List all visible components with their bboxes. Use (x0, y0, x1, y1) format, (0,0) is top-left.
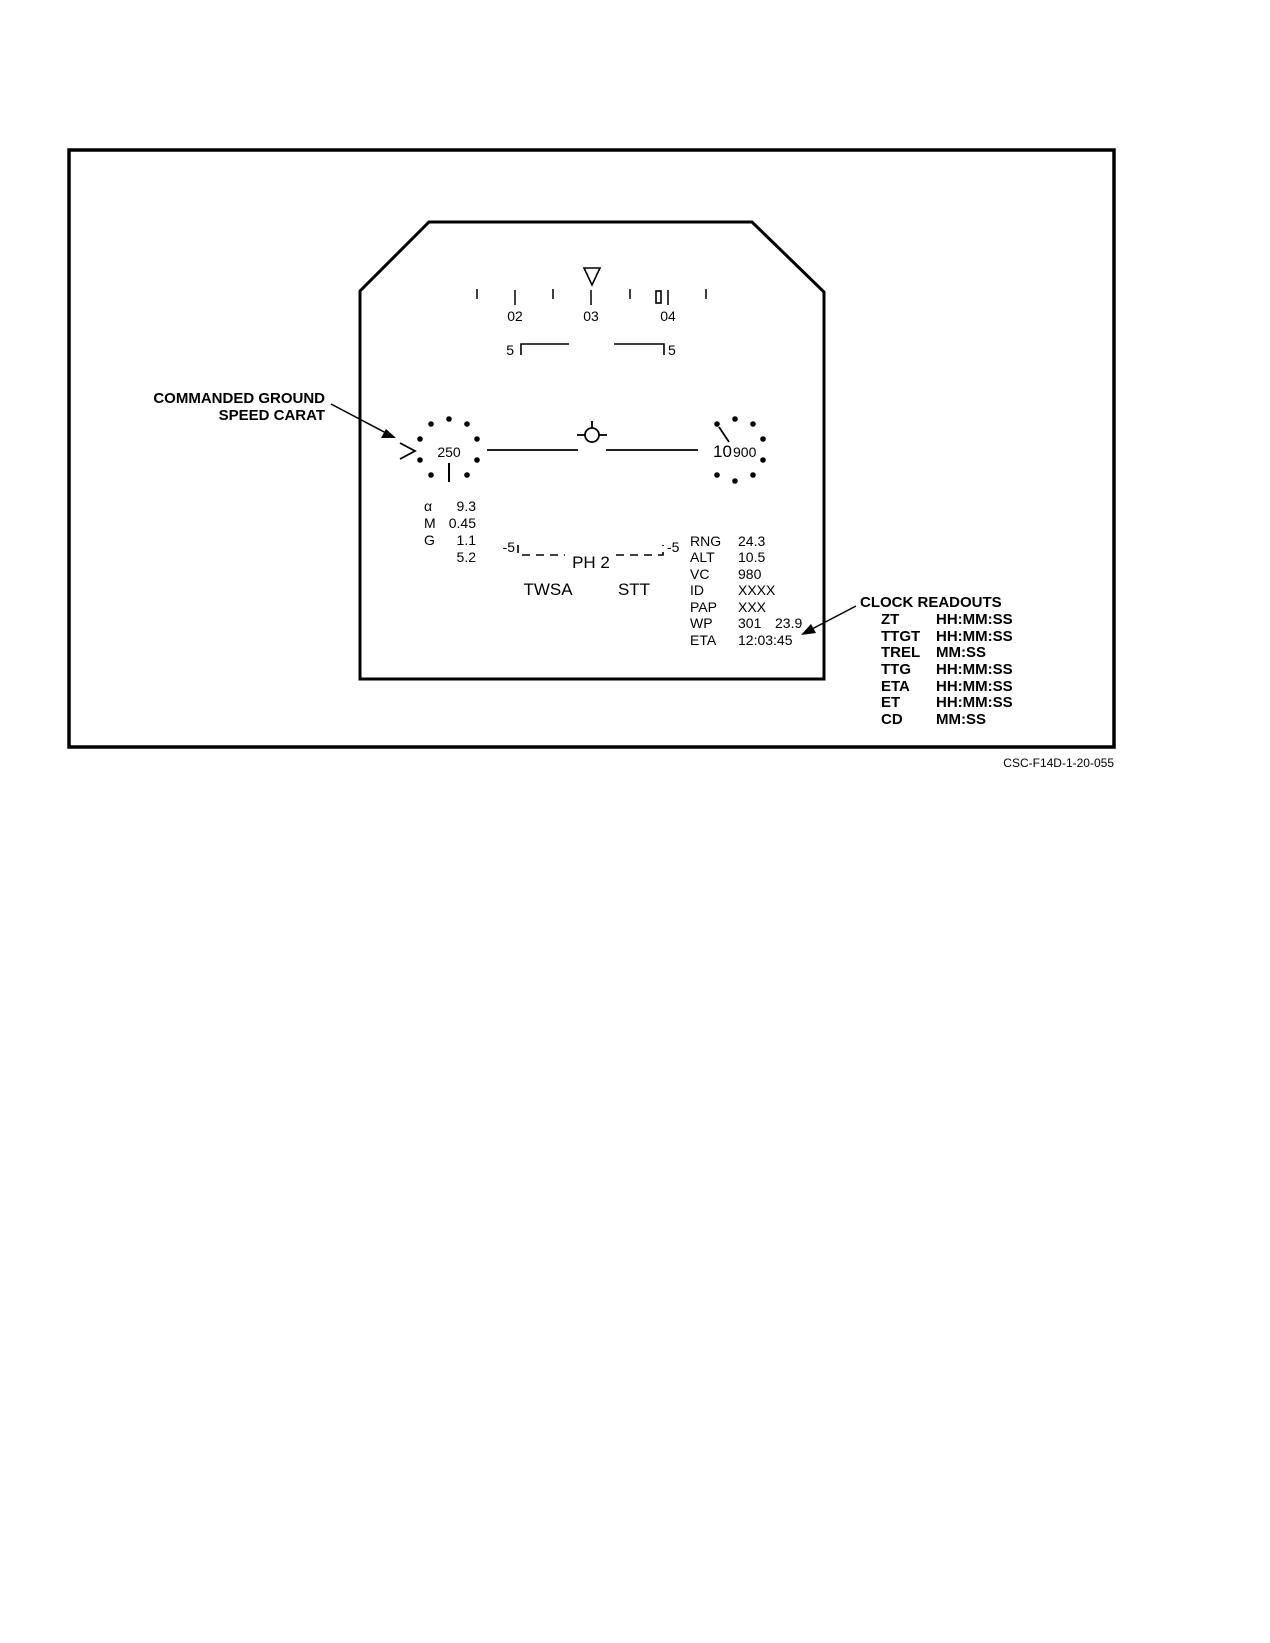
hud-display-outline (358, 220, 826, 681)
target-value-2: 23.9 (775, 615, 802, 631)
target-label: WP (690, 615, 713, 631)
heading-label: 03 (583, 308, 599, 324)
dashed-pitch-line-right (616, 545, 664, 556)
target-data: RNG 24.3 ALT 10.5 VC 980 ID XXXX PAP XXX… (690, 533, 802, 648)
param-value: 1.1 (457, 532, 477, 548)
dial-dot (464, 421, 470, 427)
target-value: 12:03:45 (738, 632, 793, 648)
clock-callout: CLOCK READOUTS (801, 594, 1002, 635)
target-value: 980 (738, 566, 762, 582)
carat-callout: COMMANDED GROUND SPEED CARAT (153, 390, 396, 438)
figure-id: CSC-F14D-1-20-055 (1003, 756, 1114, 770)
param-label: M (424, 515, 436, 531)
clock-label: ETA (881, 678, 910, 695)
target-label: VC (690, 566, 709, 582)
pitch-label-left: -5 (503, 539, 516, 555)
target-value: 10.5 (738, 549, 765, 565)
dial-dot (474, 457, 480, 463)
mode-label-left: TWSA (523, 580, 573, 599)
dial-dot (714, 421, 720, 427)
outer-frame (67, 148, 1116, 749)
pitch-label-left: 5 (506, 342, 514, 358)
phase-indicator: PH 2 (572, 553, 610, 572)
clock-format: MM:SS (936, 644, 986, 661)
clock-format: MM:SS (936, 711, 986, 728)
clock-format: HH:MM:SS (936, 661, 1013, 678)
leader-line (811, 605, 857, 630)
clock-readouts-table: ZT HH:MM:SS TTGT HH:MM:SS TREL MM:SS TTG… (881, 611, 1013, 728)
leader-line (330, 403, 387, 434)
target-label: ID (690, 582, 704, 598)
airspeed-value: 250 (437, 444, 461, 460)
pitch-ladder: 5 5 (506, 342, 676, 358)
flight-params: α 9.3 M 0.45 G 1.1 5.2 (424, 498, 476, 565)
arrowhead-icon (801, 624, 816, 635)
clock-format: HH:MM:SS (936, 678, 1013, 695)
dial-dot (446, 416, 452, 422)
altitude-value-hundreds: 900 (733, 444, 757, 460)
clock-label: TTGT (881, 628, 920, 645)
target-label: PAP (690, 599, 717, 615)
pitch-label-right: 5 (668, 342, 676, 358)
commanded-ground-speed-carat-icon (399, 442, 417, 460)
dial-dot (464, 472, 470, 478)
target-value: 24.3 (738, 533, 765, 549)
dial-dot (760, 436, 766, 442)
clock-label: ET (881, 694, 900, 711)
dial-dot (474, 436, 480, 442)
horizon-line (487, 421, 698, 451)
negative-pitch-bar: -5 -5 PH 2 (503, 539, 680, 572)
heading-caret-icon (582, 267, 602, 287)
velocity-vector-icon (584, 427, 600, 443)
clock-label: ZT (881, 611, 899, 628)
heading-label: 04 (660, 308, 676, 324)
target-value: XXXX (738, 582, 776, 598)
heading-tape: 02 03 04 (476, 267, 707, 324)
clock-label: TTG (881, 661, 911, 678)
dial-dot (750, 421, 756, 427)
target-value: XXX (738, 599, 767, 615)
dial-dot (732, 478, 738, 484)
dial-dot (417, 436, 423, 442)
airspeed-dial: 250 (399, 416, 480, 482)
dial-dot (760, 457, 766, 463)
callout-title: CLOCK READOUTS (860, 594, 1002, 611)
pitch-label-right: -5 (667, 539, 680, 555)
param-label: α (424, 498, 432, 514)
pitch-line-right (614, 343, 665, 355)
param-label: G (424, 532, 435, 548)
altitude-needle (718, 426, 730, 443)
callout-text: COMMANDED GROUND (153, 390, 325, 407)
pitch-line-left (520, 343, 569, 355)
dashed-pitch-line-left (517, 545, 565, 556)
mode-label-right: STT (618, 580, 650, 599)
altitude-value-thousands: 10 (713, 442, 732, 461)
param-value: 0.45 (449, 515, 476, 531)
clock-label: CD (881, 711, 903, 728)
dial-dot (714, 472, 720, 478)
altitude-dial: 10 900 (713, 416, 766, 484)
callout-text: SPEED CARAT (219, 407, 325, 424)
dial-dot (732, 416, 738, 422)
clock-format: HH:MM:SS (936, 628, 1013, 645)
heading-label: 02 (507, 308, 523, 324)
target-label: ETA (690, 632, 717, 648)
target-label: ALT (690, 549, 715, 565)
target-value: 301 (738, 615, 762, 631)
clock-format: HH:MM:SS (936, 694, 1013, 711)
dial-dot (428, 421, 434, 427)
dial-dot (417, 457, 423, 463)
target-label: RNG (690, 533, 721, 549)
param-value: 5.2 (457, 549, 477, 565)
steering-marker-icon (655, 290, 662, 304)
arrowhead-icon (381, 429, 396, 438)
dial-dot (428, 472, 434, 478)
clock-label: TREL (881, 644, 920, 661)
param-value: 9.3 (457, 498, 477, 514)
clock-format: HH:MM:SS (936, 611, 1013, 628)
dial-dot (750, 472, 756, 478)
